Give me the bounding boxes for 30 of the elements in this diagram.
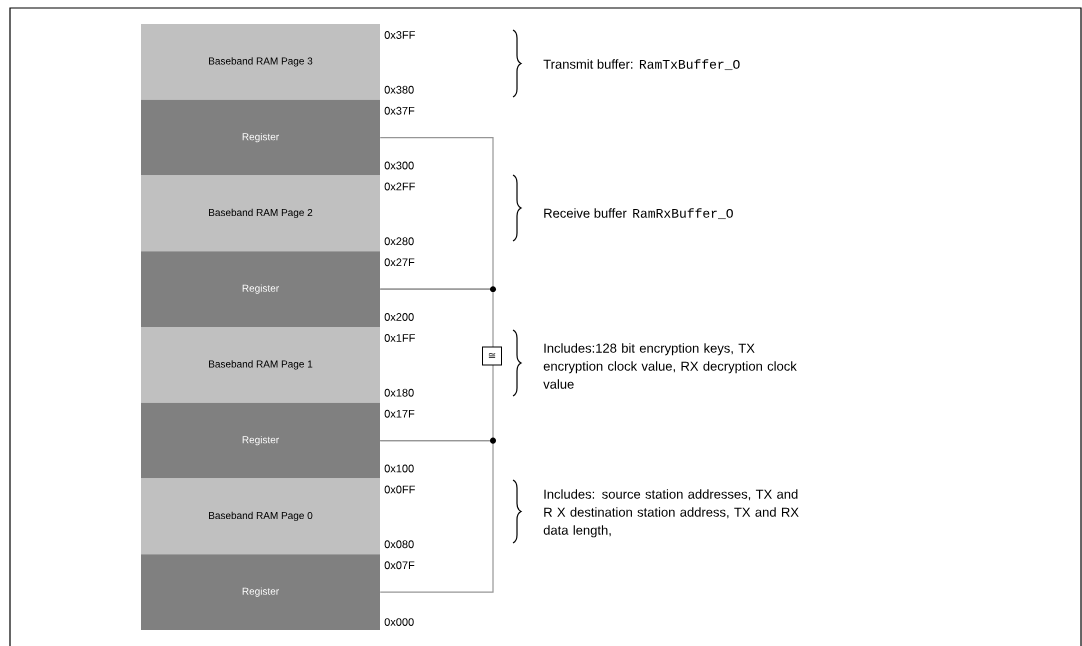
address-label: 0x100 bbox=[384, 464, 414, 473]
symbol-box: ≅ bbox=[482, 346, 502, 366]
brace-label: Receive buffer bbox=[544, 208, 627, 218]
address-label: 0x17F bbox=[384, 409, 415, 418]
address-label: 0x280 bbox=[384, 237, 414, 246]
address-label: 0x380 bbox=[384, 85, 414, 94]
memory-block: Baseband RAM Page 2 bbox=[141, 175, 380, 252]
code-label: RamRxBuffer_O bbox=[633, 208, 733, 220]
code-label: RamTxBuffer_O bbox=[639, 59, 740, 71]
register-block: Register bbox=[141, 402, 380, 479]
memory-block: Baseband RAM Page 3 bbox=[141, 24, 380, 100]
brace-label: Includes:128 bit encryption keys, TX encryption clock value, RX decryption clock value bbox=[543, 343, 797, 389]
address-label: 0x200 bbox=[384, 313, 414, 321]
brace-label: Includes: source station addresses, TX and R X destination station address, TX and RX data length, bbox=[543, 489, 799, 538]
register-block: Register bbox=[141, 554, 380, 630]
address-label: 0x1FF bbox=[384, 334, 415, 342]
address-label: 0x300 bbox=[384, 161, 414, 170]
address-label: 0x07F bbox=[384, 561, 415, 570]
brace-label: Transmit buffer: bbox=[543, 59, 633, 69]
memory-block: Baseband RAM Page 0 bbox=[141, 478, 380, 555]
register-block: Register bbox=[141, 251, 380, 327]
address-label: 0x2FF bbox=[384, 182, 415, 191]
address-label: 0x37F bbox=[384, 106, 415, 115]
address-label: 0x080 bbox=[384, 540, 414, 549]
memory-block: Baseband RAM Page 1 bbox=[141, 327, 380, 403]
address-label: 0x0FF bbox=[384, 485, 415, 494]
bus-line bbox=[379, 440, 494, 593]
address-label: 0x27F bbox=[384, 258, 415, 267]
register-block: Register bbox=[141, 99, 380, 176]
address-label: 0x180 bbox=[384, 388, 414, 397]
